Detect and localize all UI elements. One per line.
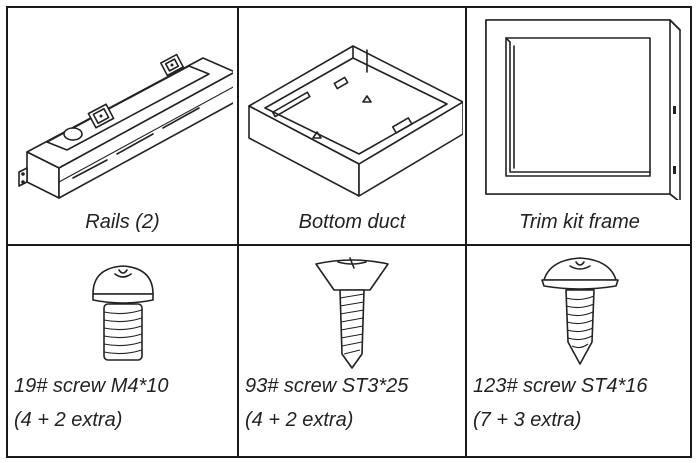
screw-cell-st4: 123# screw ST4*16 (7 + 3 extra)	[467, 246, 692, 458]
parts-table: Rails (2) Bottom duct	[6, 6, 692, 458]
screw-cell-m4: 19# screw M4*10 (4 + 2 extra)	[8, 246, 237, 458]
part-cell-bottom-duct: Bottom duct	[239, 8, 465, 244]
screw-m4-illustration	[8, 250, 237, 366]
screw-st4-illustration	[467, 250, 692, 368]
screw-st3-illustration	[239, 254, 465, 372]
column-divider	[465, 8, 467, 456]
screw-label: 19# screw M4*10	[14, 375, 169, 397]
trim-kit-frame-illustration	[467, 16, 692, 200]
screw-quantity: (7 + 3 extra)	[473, 409, 582, 431]
part-cell-trim-kit-frame: Trim kit frame	[467, 8, 692, 244]
screw-cell-st3: 93# screw ST3*25 (4 + 2 extra)	[239, 246, 465, 458]
screw-quantity: (4 + 2 extra)	[245, 409, 354, 431]
part-label: Trim kit frame	[519, 211, 640, 233]
rails-illustration	[8, 22, 237, 202]
bottom-duct-illustration	[239, 36, 465, 202]
row-divider	[8, 244, 690, 246]
screw-label: 93# screw ST3*25	[245, 375, 409, 397]
screw-label: 123# screw ST4*16	[473, 375, 648, 397]
column-divider	[237, 8, 239, 456]
screw-quantity: (4 + 2 extra)	[14, 409, 123, 431]
part-label: Bottom duct	[298, 211, 406, 233]
part-label: Rails (2)	[85, 211, 160, 233]
part-cell-rails: Rails (2)	[8, 8, 237, 244]
